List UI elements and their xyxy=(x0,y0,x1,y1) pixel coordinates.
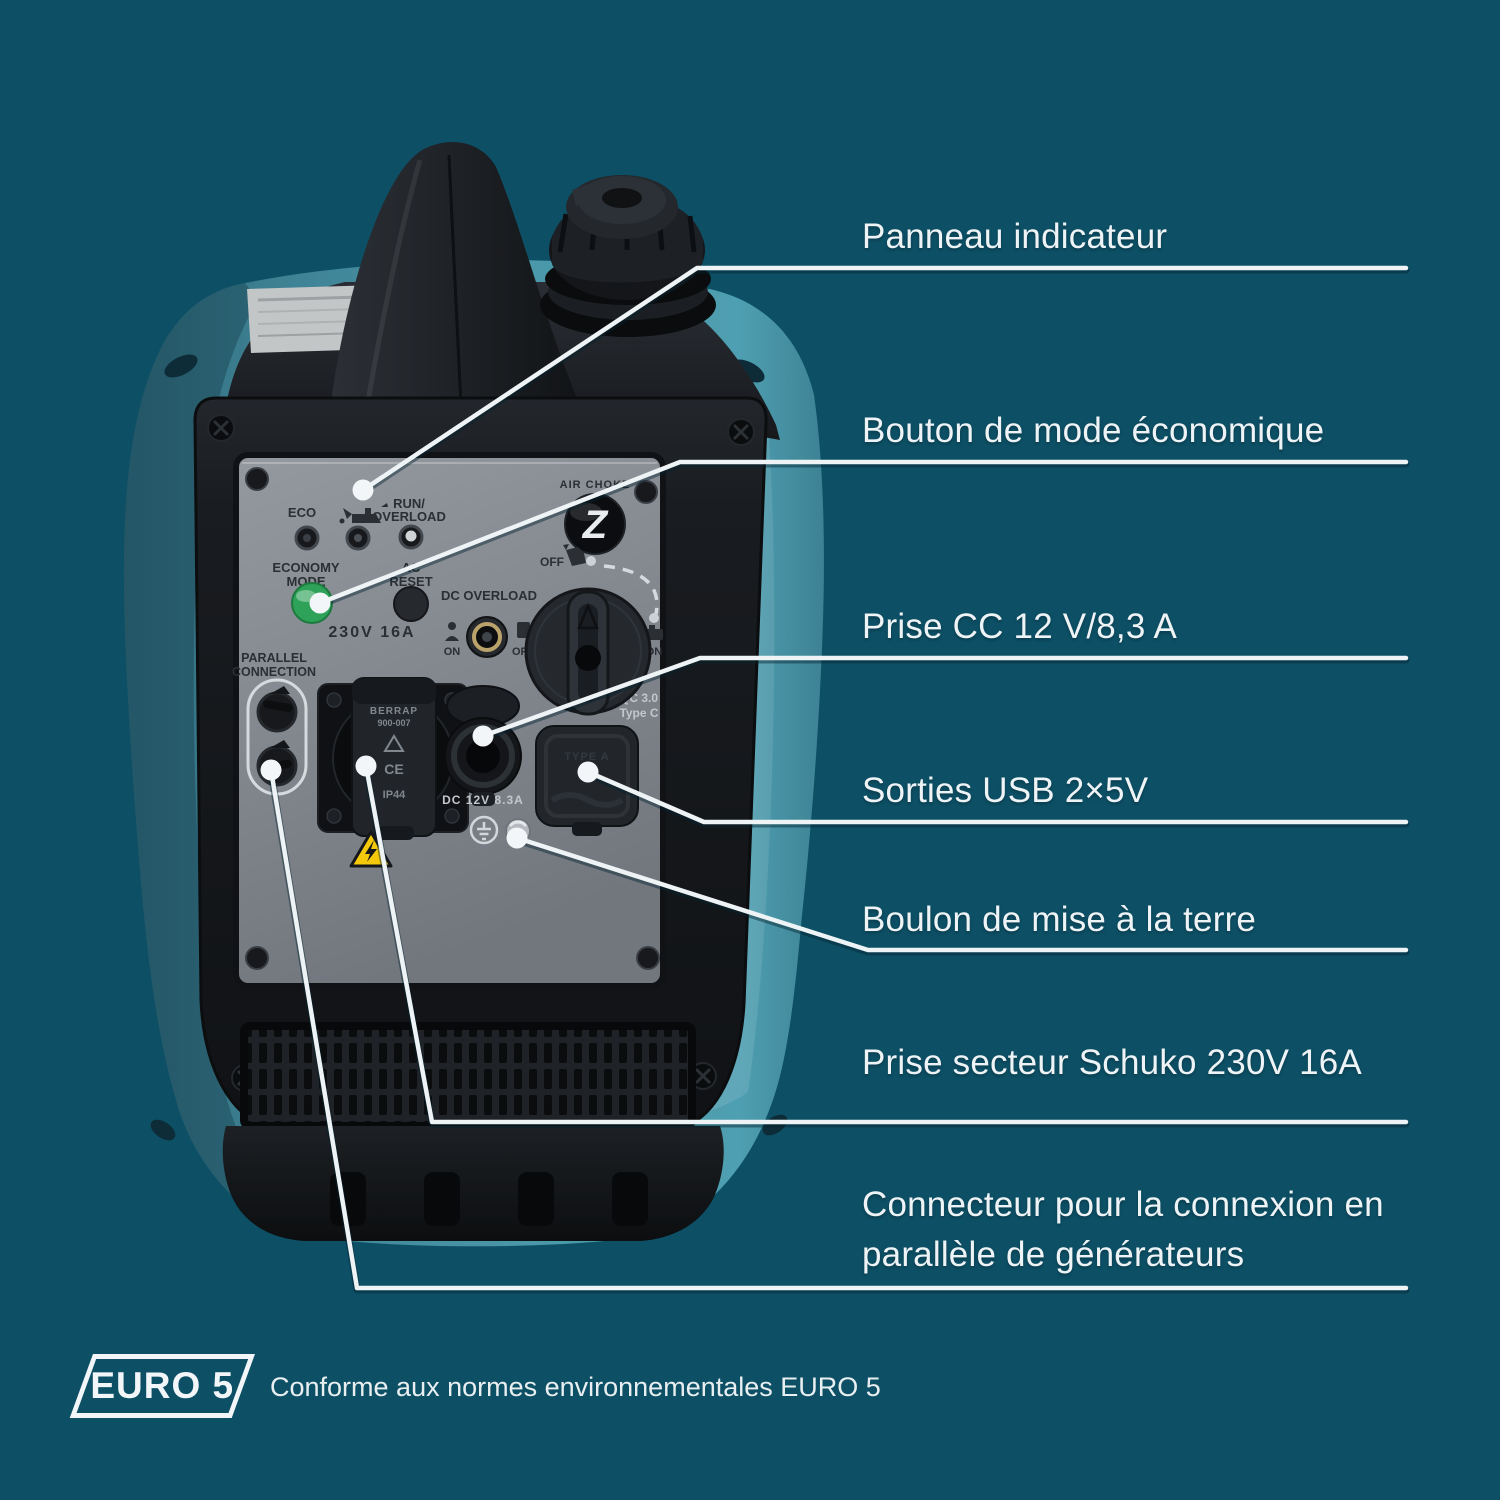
dc-rating-label: DC 12V 8.3A xyxy=(442,793,524,807)
left-shoulder-hole xyxy=(164,354,198,378)
run-overload-label-2: OVERLOAD xyxy=(372,509,446,524)
socket-rating-label: 230V 16A xyxy=(328,624,415,641)
callout-label-schuko: Prise secteur Schuko 230V 16A xyxy=(862,1043,1362,1082)
shell-shadow-left xyxy=(123,283,320,1238)
bottom-base xyxy=(222,1126,724,1241)
eco-label: ECO xyxy=(288,505,316,520)
dot-schuko xyxy=(355,755,377,777)
parallel-label-2: CONNECTION xyxy=(232,665,316,679)
usb-cover-label: TYPE A xyxy=(564,751,609,763)
qc-label-2: Type C xyxy=(619,706,658,720)
ground-icon xyxy=(469,815,499,845)
indicator-leds xyxy=(294,524,424,551)
callout-dots xyxy=(260,479,599,849)
callout-label-economy-button: Bouton de mode économique xyxy=(862,411,1325,450)
choke-off-label: OFF xyxy=(540,555,564,569)
callout-line-economy-button xyxy=(317,459,1409,606)
schuko-brand-label: BERRAP xyxy=(370,706,418,717)
callout-label-parallel: Connecteur pour la connexion en parallèl… xyxy=(862,1185,1384,1274)
dc-overload-breaker xyxy=(466,616,508,658)
panel-screws xyxy=(245,467,660,970)
dot-usb xyxy=(577,761,599,783)
choke-off-dot xyxy=(586,556,596,566)
fuel-cap xyxy=(540,175,716,337)
vent-grille xyxy=(240,1022,696,1130)
plug-icon xyxy=(517,622,530,638)
callout-line-indicator-panel xyxy=(360,265,1409,493)
schuko-socket: BERRAP 900-007 CE IP44 xyxy=(317,677,469,840)
choke-on-dot xyxy=(649,613,659,623)
schuko-ip-label: IP44 xyxy=(383,789,407,801)
dc-on-label: ON xyxy=(444,646,461,658)
callout-line-parallel xyxy=(268,767,1409,1291)
euro5-compliance-text: Conforme aux normes environnementales EU… xyxy=(270,1372,881,1402)
dot-indicator-panel xyxy=(352,479,374,501)
callout-label-indicator-panel: Panneau indicateur xyxy=(862,217,1168,256)
run-overload-label-1: RUN/ xyxy=(393,496,425,511)
callout-lines xyxy=(268,265,1409,1291)
person-icon xyxy=(445,622,459,641)
brand-z-logo: Z xyxy=(582,503,609,547)
fuel-valve-icon xyxy=(563,544,586,566)
ac-reset-button xyxy=(393,586,429,622)
dot-dc-socket xyxy=(472,725,494,747)
euro5-badge: EURO 5 xyxy=(69,1354,255,1418)
schuko-ce-label: CE xyxy=(384,761,403,777)
callout-line-ground-bolt xyxy=(514,835,1409,953)
dc-socket xyxy=(444,685,522,806)
parallel-label-1: PARALLEL xyxy=(241,651,307,665)
callout-label-usb: Sorties USB 2×5V xyxy=(862,771,1149,810)
economy-mode-label-1: ECONOMY xyxy=(272,560,340,575)
ac-reset-label-2: RESET xyxy=(389,574,432,589)
carry-handle xyxy=(330,142,582,410)
dot-ground-bolt xyxy=(506,827,528,849)
cert-triangle-icon xyxy=(383,734,405,752)
euro5-badge-label: EURO 5 xyxy=(90,1365,235,1406)
callout-line-usb xyxy=(585,769,1409,825)
left-lower-hole xyxy=(150,1119,176,1141)
callout-line-schuko xyxy=(363,763,1409,1125)
callout-label-dc-socket: Prise CC 12 V/8,3 A xyxy=(862,607,1178,646)
callout-line-dc-socket xyxy=(480,655,1409,739)
dot-parallel xyxy=(260,759,282,781)
main-dial xyxy=(524,587,652,716)
dc-overload-label: DC OVERLOAD xyxy=(441,588,537,603)
generator-body: ECO RUN/ OVERLOAD ECONOMY MODE AC RESET xyxy=(123,142,824,1247)
choke-arc xyxy=(603,564,659,615)
callout-label-ground-bolt: Boulon de mise à la terre xyxy=(862,900,1257,939)
dot-economy-button xyxy=(309,592,331,614)
schuko-model-label: 900-007 xyxy=(377,718,410,728)
oil-icon xyxy=(339,503,388,524)
